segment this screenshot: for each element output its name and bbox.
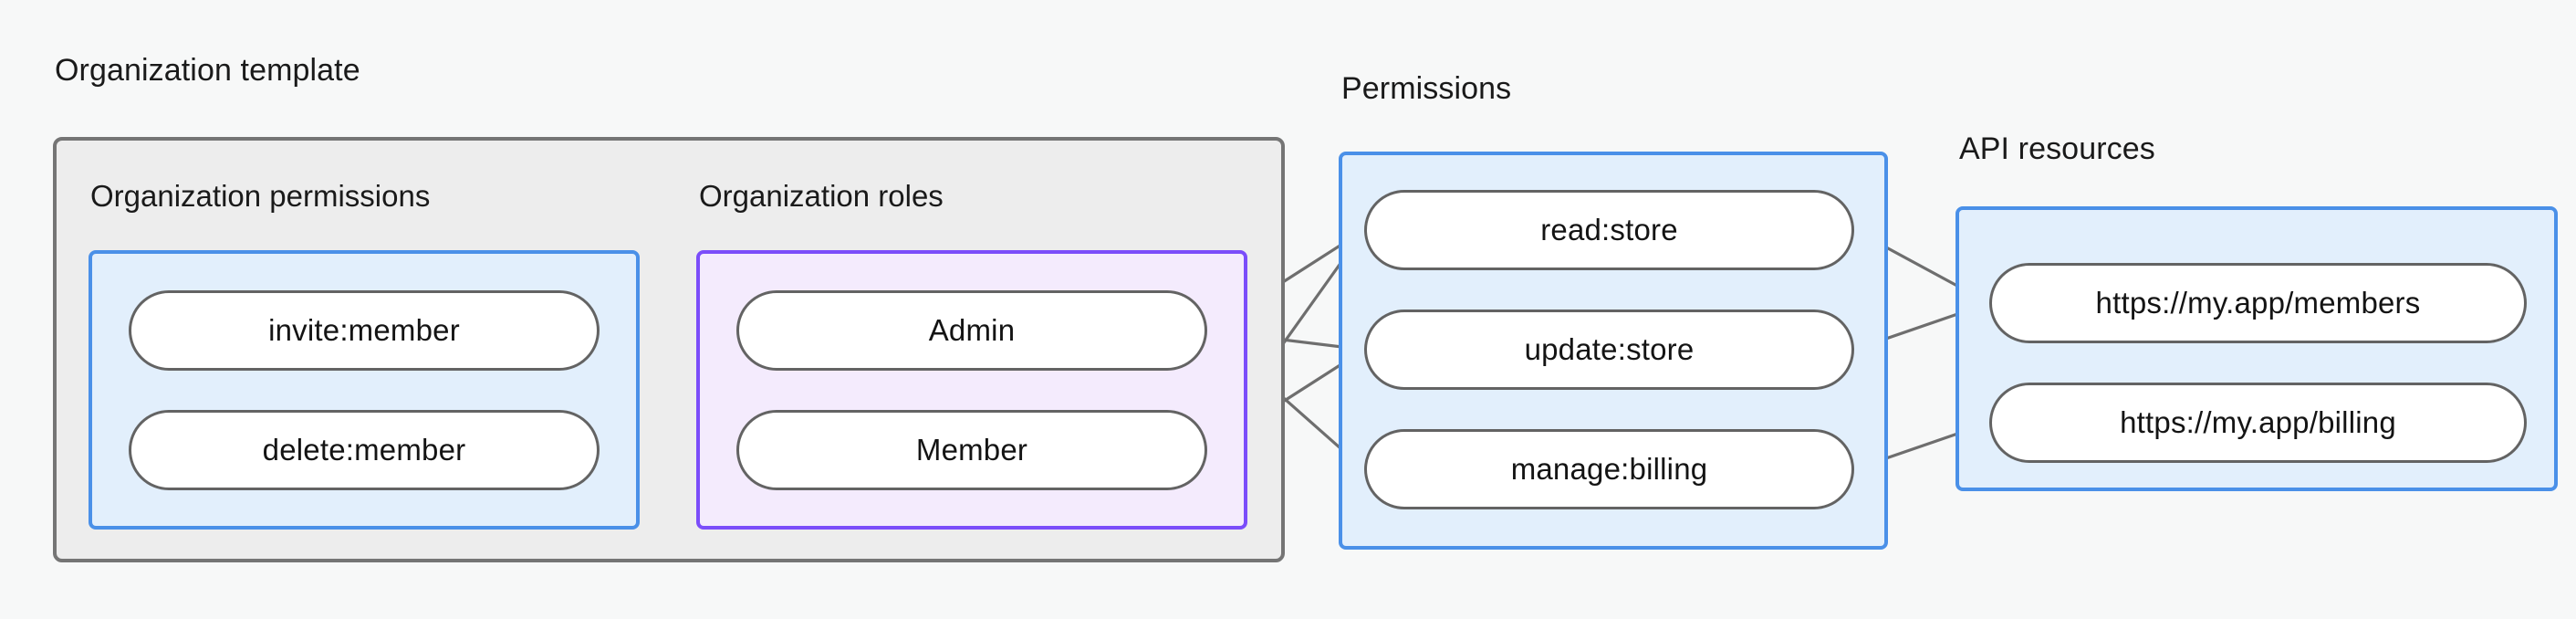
node-manage-billing[interactable]: manage:billing — [1364, 429, 1854, 509]
node-admin-role[interactable]: Admin — [736, 290, 1207, 371]
node-api-billing[interactable]: https://my.app/billing — [1989, 383, 2527, 463]
node-read-store[interactable]: read:store — [1364, 190, 1854, 270]
permissions-title: Permissions — [1341, 71, 1512, 106]
node-member-role[interactable]: Member — [736, 410, 1207, 490]
node-invite-member[interactable]: invite:member — [129, 290, 600, 371]
organization-template-title: Organization template — [55, 53, 360, 88]
node-update-store[interactable]: update:store — [1364, 310, 1854, 390]
organization-permissions-title: Organization permissions — [90, 179, 431, 213]
node-api-members[interactable]: https://my.app/members — [1989, 263, 2527, 343]
api-resources-title: API resources — [1959, 131, 2155, 166]
organization-roles-title: Organization roles — [699, 179, 944, 213]
node-delete-member[interactable]: delete:member — [129, 410, 600, 490]
